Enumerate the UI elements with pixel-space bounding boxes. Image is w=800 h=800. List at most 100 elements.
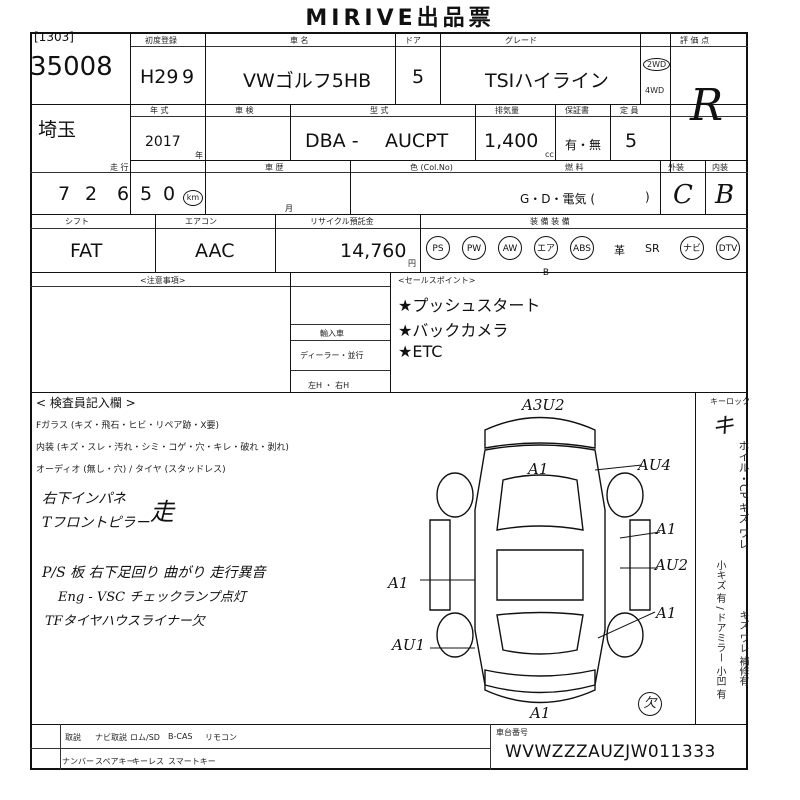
damage-mark-missing: 欠 [638,692,662,716]
label-interior: 内装 [712,163,728,172]
capacity-value: 5 [625,130,638,152]
fuel-options: G・D・電気 ( [520,192,596,206]
label-model-year: 年 式 [150,106,169,115]
cc-unit: cc [545,150,554,159]
vin-number: WVWZZZAUZJW011333 [505,742,716,762]
damage-mark-r-door-r: AU2 [655,556,689,574]
label-import: 輸入車 [320,329,344,338]
equip-abs: ABS [570,236,594,260]
sales-point-2: ★バックカメラ [398,321,509,340]
label-history: 車 歴 [265,163,284,172]
aircon-value: AAC [195,240,235,262]
door-count: 5 [412,66,425,88]
handwritten-note-3: 走 [150,498,174,526]
sales-point-1: ★プッシュスタート [398,296,541,315]
shift-value: FAT [70,240,103,262]
label-inspector: < 検査員記入欄 > [36,396,136,410]
label-shift: シフト [65,217,89,226]
label-sales-points: <セールスポイント> [398,276,476,285]
damage-mark-front: A3U2 [522,396,565,414]
equip-pw: PW [462,236,486,260]
side-note-wheel: ホイル・CP キズ ワレ [737,440,750,550]
label-equipment: 装 備 装 備 [530,217,570,226]
type-prefix: DBA - [305,130,359,152]
label-body-color: 色 (Col.No) [410,163,453,172]
damage-mark-rf-fender: AU4 [638,456,672,474]
label-exterior: 外装 [668,163,684,172]
equip-ps: PS [426,236,450,260]
equip-leather: 革 [614,244,625,257]
damage-leader-lines [420,464,661,649]
lot-number: 35008 [30,52,113,82]
type-code: AUCPT [385,130,449,152]
reg-month: 9 [182,66,195,88]
label-first-reg: 初度登録 [145,36,177,45]
label-recycle: リサイクル預託金 [310,217,374,226]
mileage-d3: 6 [117,183,130,205]
equip-sr: SR [645,242,660,255]
handwritten-note-6: TFタイヤハウスライナー欠 [45,614,205,629]
guarantee-value: 有・無 [565,138,602,152]
displacement: 1,400 [484,130,539,152]
auction-sheet [30,32,748,770]
bottom-label-navi-manual: ナビ取説 [95,733,127,742]
label-fuel: 燃 料 [565,163,584,172]
interior-grade: B [715,180,735,210]
handwritten-note-2: Tフロントピラー [42,515,150,531]
bottom-label-spare-key: スペアキー [95,757,135,766]
damage-mark-r-door-f: A1 [656,520,677,538]
label-mileage: 走 行 [110,163,129,172]
bottom-label-remote: リモコン [205,733,237,742]
drive-2wd: 2WD [643,58,671,71]
inspector-line-2: 内装 (キズ・スレ・汚れ・シミ・コゲ・穴・キレ・破れ・剥れ) [36,443,289,453]
document-title: MIRIVE出品票 [305,6,495,31]
equip-navi: ナビ [680,236,704,260]
handwritten-note-1: 右下インパネ [42,491,126,507]
label-inspection: 車 検 [235,106,254,115]
damage-mark-lr-fender: AU1 [392,636,426,654]
inspector-line-3: オーディオ (無し・穴) / タイヤ (スタッドレス) [36,465,226,475]
score-value: R [690,80,724,131]
label-key-lock: キーロック [710,397,750,406]
mileage-unit: km [183,190,203,206]
handwritten-note-5: Eng - VSC チェックランプ点灯 [58,590,246,605]
model-year: 2017 [145,134,181,150]
mileage-d4: 5 [140,183,153,205]
equip-aw: AW [498,236,522,260]
label-guarantee: 保証書 [565,106,589,115]
history-month: 月 [285,204,293,213]
label-aircon: エアコン [185,217,217,226]
bottom-label-plate: ナンバー [62,757,94,766]
car-name: VWゴルフ5HB [243,70,372,92]
bottom-label-smart-key: スマートキー [168,757,216,766]
damage-mark-rr-fender: A1 [656,604,677,622]
mileage-d5: 0 [163,183,176,205]
damage-mark-rear: A1 [530,704,551,722]
label-score: 評 価 点 [680,36,710,45]
mileage-d2: 2 [85,183,98,205]
bottom-label-rom-sd: ロム/SD [130,733,160,742]
sales-point-3: ★ETC [398,342,443,361]
reg-era: H29 [140,66,179,88]
label-capacity: 定 員 [620,106,639,115]
prefecture: 埼玉 [38,119,77,141]
damage-mark-hood: A1 [528,460,549,478]
exterior-grade: C [673,180,693,210]
bottom-label-manual: 取説 [65,733,81,742]
label-notes: <注意事項> [140,276,186,285]
side-note-mirror-repair: キズ ワレ 補修有 [737,610,748,687]
equip-dtv: DTV [716,236,740,260]
label-grade: グレード [505,36,537,45]
label-type: 型 式 [370,106,389,115]
side-note-mirror: 小キズ 有 / ドアミラー 小凹 有 [714,560,725,700]
bottom-label-keyless: キーレス [132,757,164,766]
label-dealer: ディーラー・並行 [300,351,364,360]
handwritten-note-4: P/S 板 右下足回り 曲がり 走行異音 [42,565,266,581]
label-vin: 車台番号 [496,728,528,737]
label-displacement: 排気量 [495,106,519,115]
damage-mark-l-door: A1 [388,574,409,592]
mileage-d1: 7 [58,183,71,205]
recycle-fee: 14,760 [340,240,407,262]
label-door: ドア [405,36,421,45]
year-unit: 年 [195,151,203,160]
